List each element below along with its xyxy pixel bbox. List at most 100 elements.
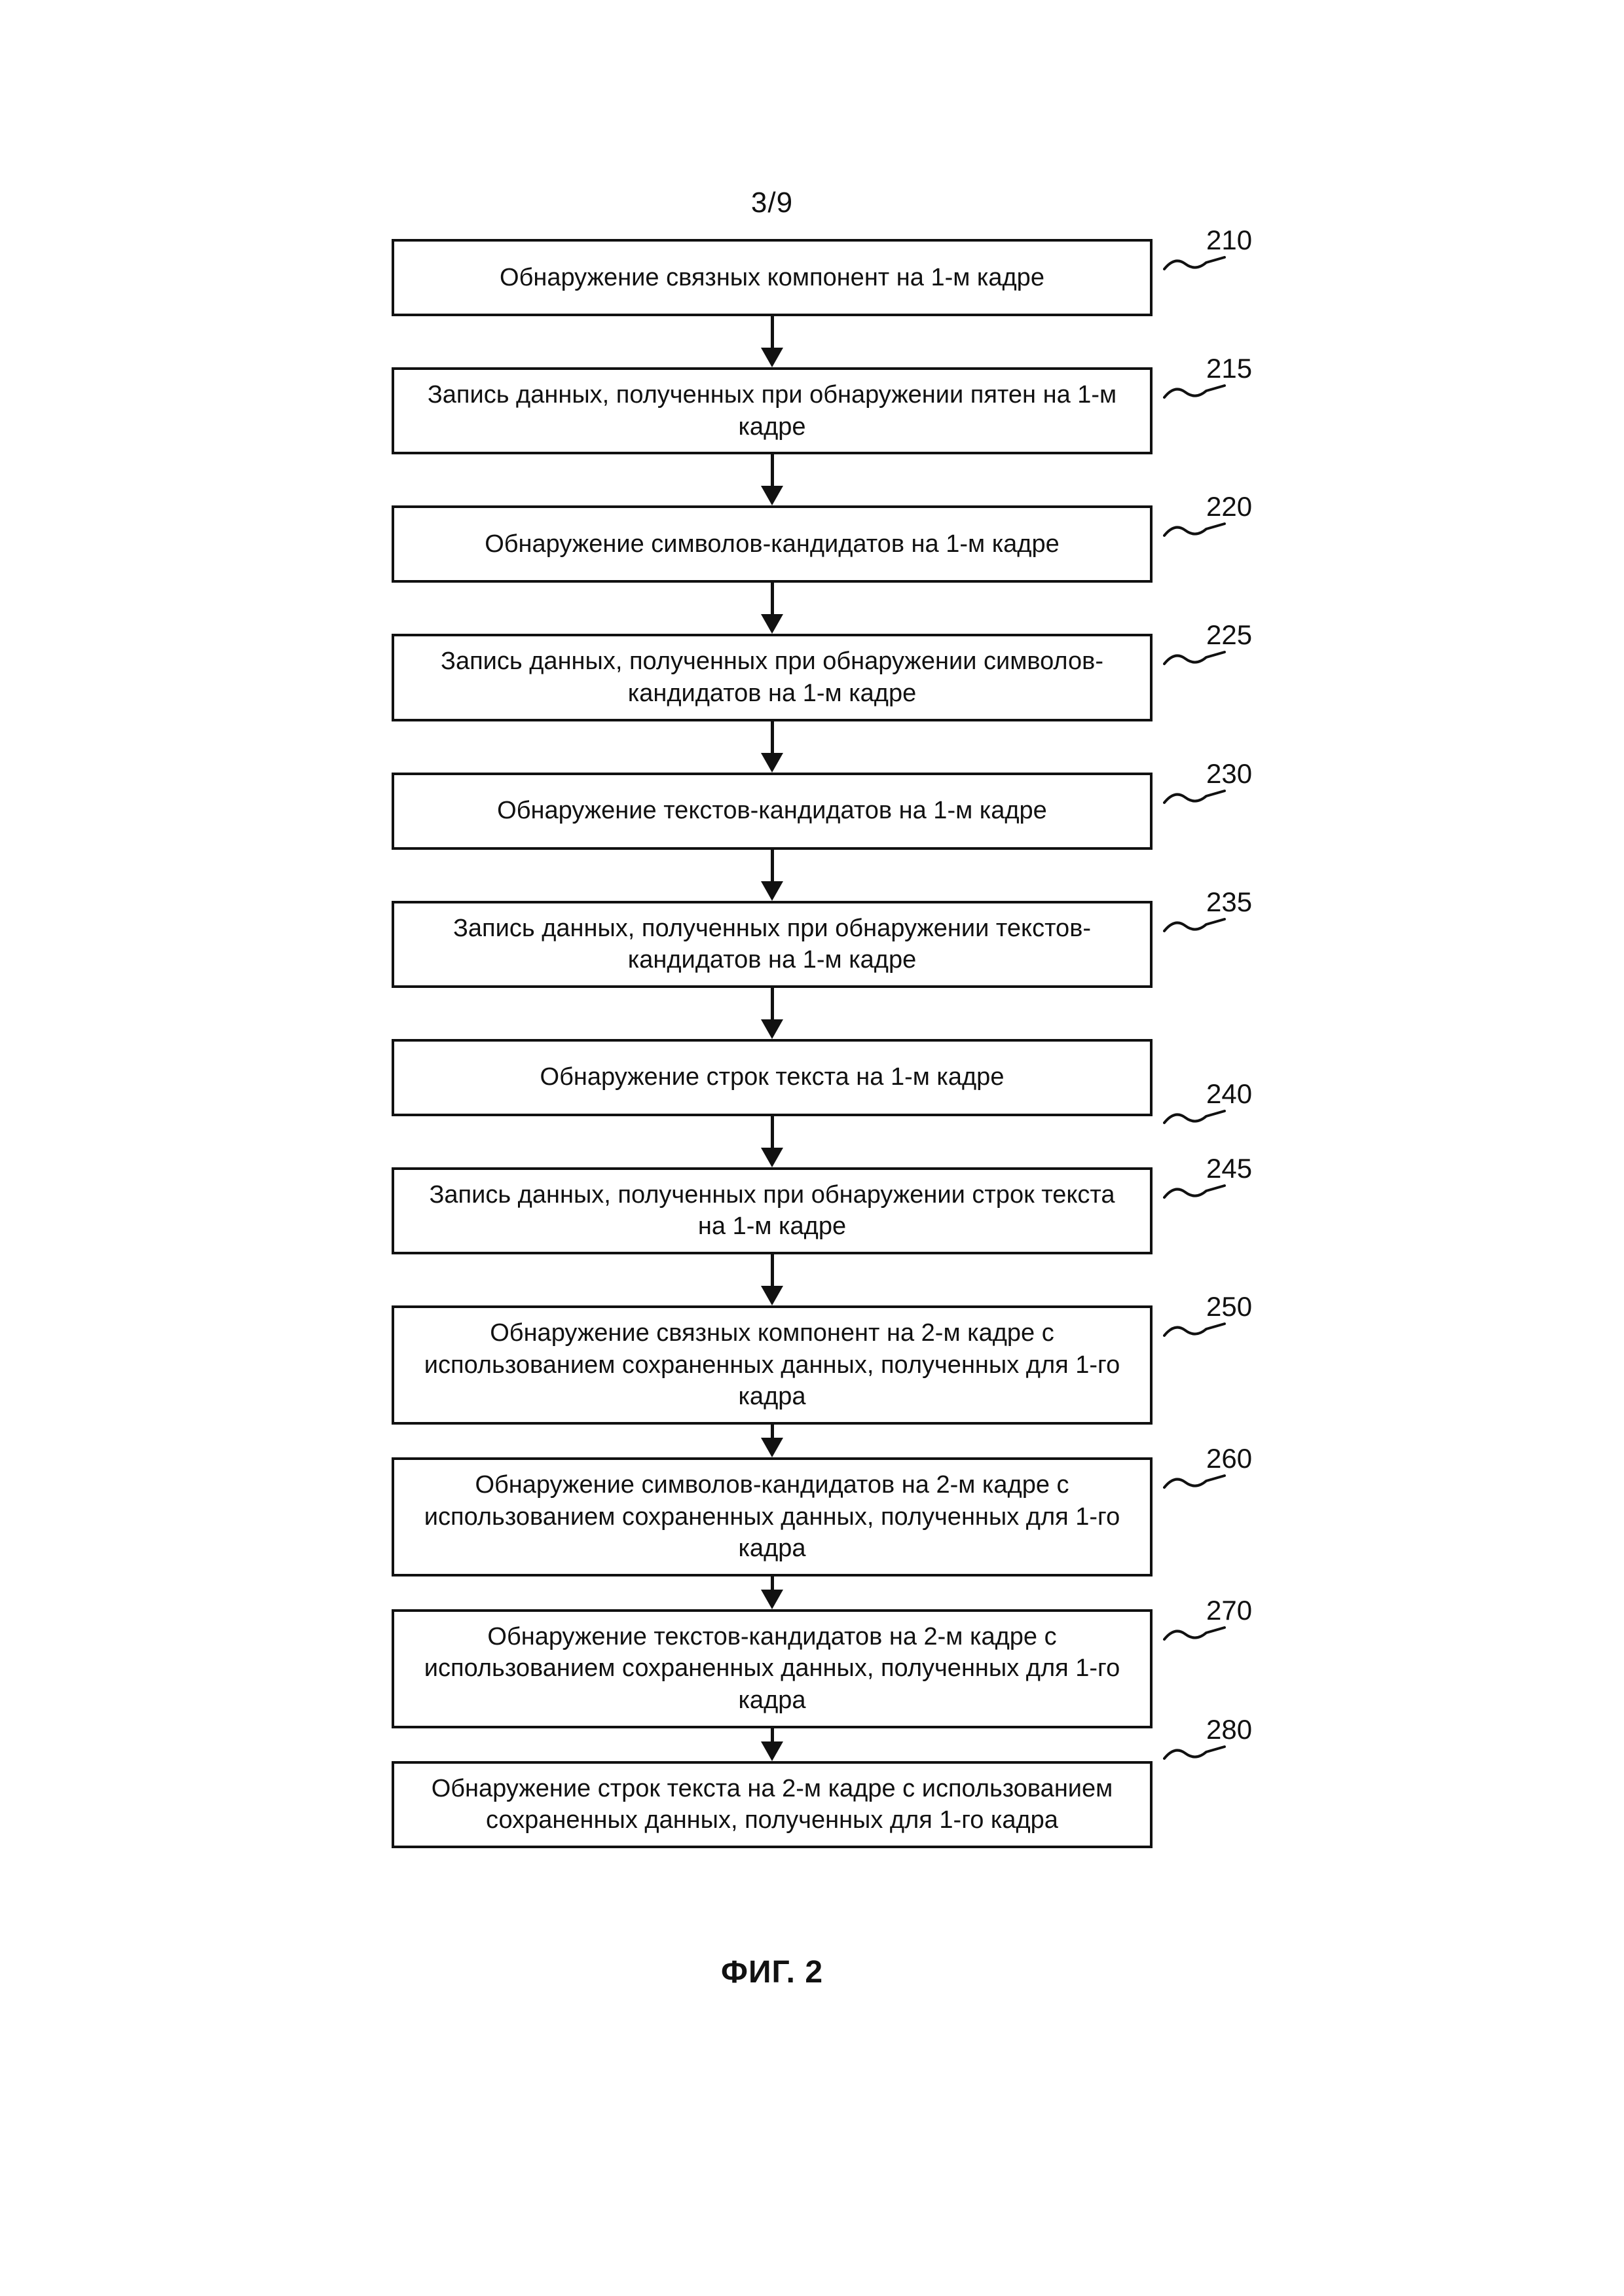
flow-arrow-head-icon xyxy=(761,1019,783,1039)
step-text: Запись данных, полученных при обнаружени… xyxy=(429,1180,1115,1241)
ref-label: 215 xyxy=(1159,353,1297,403)
flowchart: Обнаружение связных компонент на 1-м кад… xyxy=(392,225,1252,1848)
ref-label: 210 xyxy=(1159,225,1297,274)
step-text: Запись данных, полученных при обнаружени… xyxy=(427,381,1117,441)
flow-arrow xyxy=(761,316,783,367)
step-box: Запись данных, полученных при обнаружени… xyxy=(392,353,1252,455)
step-text: Обнаружение символов-кандидатов на 2-м к… xyxy=(424,1470,1120,1563)
flow-arrow xyxy=(761,454,783,506)
flow-arrow-line xyxy=(770,1254,774,1286)
flow-step: Обнаружение строк текста на 1-м кадре 24… xyxy=(392,1038,1252,1167)
step-text: Обнаружение связных компонент на 2-м кад… xyxy=(424,1319,1120,1411)
step-text: Обнаружение связных компонент на 1-м кад… xyxy=(500,263,1044,291)
flow-arrow-line xyxy=(770,987,774,1019)
flow-arrow-head-icon xyxy=(761,1286,783,1305)
step-text: Обнаружение символов-кандидатов на 1-м к… xyxy=(485,530,1060,558)
flow-step: Запись данных, полученных при обнаружени… xyxy=(392,886,1252,1039)
ref-label: 240 xyxy=(1159,1078,1297,1128)
step-text: Запись данных, полученных при обнаружени… xyxy=(441,647,1103,707)
step-box: Запись данных, полученных при обнаружени… xyxy=(392,886,1252,988)
ref-label: 225 xyxy=(1159,619,1297,669)
flow-step: Обнаружение текстов-кандидатов на 2-м ка… xyxy=(392,1595,1252,1761)
flow-step: Обнаружение строк текста на 2-м кадре с … xyxy=(392,1714,1252,1848)
sheet-number: 3/9 xyxy=(750,187,794,219)
flow-step: Обнаружение символов-кандидатов на 2-м к… xyxy=(392,1443,1252,1609)
figure-caption: ФИГ. 2 xyxy=(720,1955,824,1990)
step-box: Обнаружение символов-кандидатов на 1-м к… xyxy=(392,491,1252,583)
flow-arrow xyxy=(761,1424,783,1457)
ref-number: 225 xyxy=(1206,619,1253,651)
flow-arrow-head-icon xyxy=(761,486,783,506)
flow-step: Запись данных, полученных при обнаружени… xyxy=(392,619,1252,773)
flow-step: Обнаружение связных компонент на 1-м кад… xyxy=(392,225,1252,367)
ref-connector-squiggle-icon xyxy=(1163,1474,1226,1489)
flow-arrow xyxy=(761,1728,783,1761)
step-text: Обнаружение текстов-кандидатов на 1-м ка… xyxy=(497,797,1047,825)
flow-arrow-head-icon xyxy=(761,1589,783,1609)
flow-arrow xyxy=(761,987,783,1039)
ref-connector-squiggle-icon xyxy=(1163,1745,1226,1760)
ref-label: 270 xyxy=(1159,1595,1297,1645)
flow-step: Обнаружение символов-кандидатов на 1-м к… xyxy=(392,491,1252,634)
ref-number: 230 xyxy=(1206,757,1253,789)
ref-connector-squiggle-icon xyxy=(1163,522,1226,538)
ref-connector-squiggle-icon xyxy=(1163,1109,1226,1124)
flow-arrow-head-icon xyxy=(761,881,783,901)
step-box: Обнаружение текстов-кандидатов на 1-м ка… xyxy=(392,758,1252,850)
ref-connector-squiggle-icon xyxy=(1163,384,1226,399)
flow-step: Запись данных, полученных при обнаружени… xyxy=(392,1153,1252,1305)
flow-arrow-line xyxy=(770,1728,774,1741)
flow-arrow-head-icon xyxy=(761,614,783,634)
ref-label: 260 xyxy=(1159,1443,1297,1493)
step-box: Запись данных, полученных при обнаружени… xyxy=(392,1153,1252,1254)
flow-arrow-head-icon xyxy=(761,1147,783,1167)
step-text: Обнаружение текстов-кандидатов на 2-м ка… xyxy=(424,1622,1120,1714)
ref-number: 250 xyxy=(1206,1291,1253,1322)
flow-step: Обнаружение текстов-кандидатов на 1-м ка… xyxy=(392,758,1252,901)
ref-label: 245 xyxy=(1159,1153,1297,1203)
flow-step: Обнаружение связных компонент на 2-м кад… xyxy=(392,1291,1252,1457)
ref-number: 240 xyxy=(1206,1078,1253,1109)
ref-number: 260 xyxy=(1206,1442,1253,1474)
ref-number: 270 xyxy=(1206,1594,1253,1626)
ref-label: 250 xyxy=(1159,1291,1297,1341)
ref-number: 280 xyxy=(1206,1713,1253,1745)
ref-connector-squiggle-icon xyxy=(1163,789,1226,804)
step-box: Обнаружение строк текста на 2-м кадре с … xyxy=(392,1714,1252,1848)
ref-connector-squiggle-icon xyxy=(1163,1322,1226,1337)
flow-arrow-head-icon xyxy=(761,1741,783,1761)
ref-label: 230 xyxy=(1159,758,1297,808)
ref-number: 220 xyxy=(1206,491,1253,522)
step-box: Обнаружение связных компонент на 2-м кад… xyxy=(392,1291,1252,1425)
ref-number: 235 xyxy=(1206,886,1253,917)
ref-label: 280 xyxy=(1159,1714,1297,1764)
ref-number: 215 xyxy=(1206,353,1253,384)
ref-connector-squiggle-icon xyxy=(1163,256,1226,270)
flow-arrow-line xyxy=(770,1116,774,1148)
step-box: Запись данных, полученных при обнаружени… xyxy=(392,619,1252,721)
step-text: Обнаружение строк текста на 1-м кадре xyxy=(540,1063,1005,1091)
flow-arrow-line xyxy=(770,454,774,486)
flow-arrow-line xyxy=(770,849,774,881)
flow-arrow-line xyxy=(770,1576,774,1590)
step-text: Обнаружение строк текста на 2-м кадре с … xyxy=(431,1774,1113,1834)
flow-arrow-head-icon xyxy=(761,348,783,367)
step-box: Обнаружение связных компонент на 1-м кад… xyxy=(392,225,1252,316)
flow-arrow xyxy=(761,1576,783,1609)
flow-arrow-line xyxy=(770,1424,774,1438)
step-box: Обнаружение текстов-кандидатов на 2-м ка… xyxy=(392,1595,1252,1728)
ref-label: 235 xyxy=(1159,886,1297,936)
flow-arrow xyxy=(761,583,783,634)
ref-number: 210 xyxy=(1206,225,1253,255)
ref-connector-squiggle-icon xyxy=(1163,651,1226,666)
flow-arrow-head-icon xyxy=(761,1437,783,1457)
flow-arrow xyxy=(761,1116,783,1167)
step-box: Обнаружение символов-кандидатов на 2-м к… xyxy=(392,1443,1252,1576)
flow-arrow-line xyxy=(770,721,774,753)
step-text: Запись данных, полученных при обнаружени… xyxy=(452,914,1092,974)
ref-label: 220 xyxy=(1159,491,1297,541)
ref-number: 245 xyxy=(1206,1152,1253,1184)
flow-step: Запись данных, полученных при обнаружени… xyxy=(392,353,1252,506)
ref-connector-squiggle-icon xyxy=(1163,917,1226,932)
